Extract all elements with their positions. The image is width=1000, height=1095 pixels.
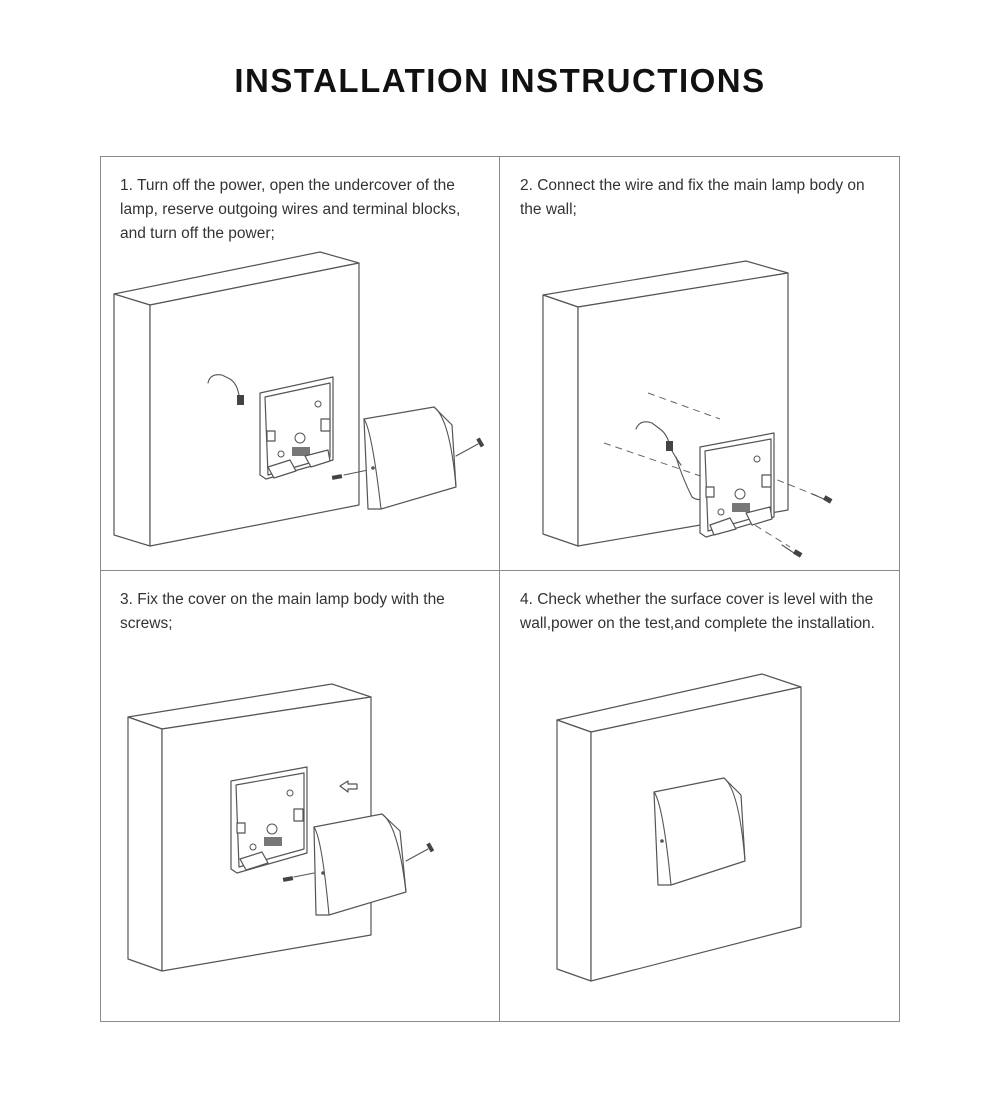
mounting-plate [699, 432, 775, 538]
step-1-panel: 1. Turn off the power, open the undercov… [100, 157, 500, 571]
step-3-illustration [127, 683, 435, 972]
step-2-panel: 2. Connect the wire and fix the main lam… [500, 157, 900, 571]
mounting-plate [230, 766, 308, 874]
grid-divider-vertical [499, 156, 500, 1022]
screw-icon [781, 544, 803, 558]
guide-line [744, 518, 791, 548]
screw-icon [282, 872, 315, 882]
outgoing-wire [207, 374, 244, 405]
step-4-text: 4. Check whether the surface cover is le… [520, 591, 875, 632]
step-2-illustration [542, 260, 833, 558]
step-3-panel: 3. Fix the cover on the main lamp body w… [100, 571, 500, 985]
wall-block [113, 251, 360, 547]
installed-lamp-cover [653, 777, 746, 886]
guide-line [647, 392, 721, 420]
step-1-illustration [113, 251, 485, 547]
mounting-plate [259, 376, 334, 480]
step-2-text: 2. Connect the wire and fix the main lam… [520, 177, 865, 218]
page-title: INSTALLATION INSTRUCTIONS [234, 62, 766, 99]
lamp-cover [313, 813, 407, 916]
step-4-panel: 4. Check whether the surface cover is le… [500, 571, 900, 985]
step-1-text: 1. Turn off the power, open the undercov… [120, 177, 461, 242]
screw-icon [405, 842, 435, 862]
screw-icon [455, 437, 485, 457]
step-4-illustration [556, 673, 802, 982]
screw-icon [331, 469, 369, 480]
screw-icon [811, 493, 833, 504]
direction-arrow-icon [339, 780, 358, 793]
instruction-grid [100, 156, 900, 1022]
guide-line [603, 442, 716, 482]
grid-divider-horizontal [100, 570, 900, 571]
lamp-cover [363, 406, 457, 510]
step-3-text: 3. Fix the cover on the main lamp body w… [120, 591, 445, 632]
